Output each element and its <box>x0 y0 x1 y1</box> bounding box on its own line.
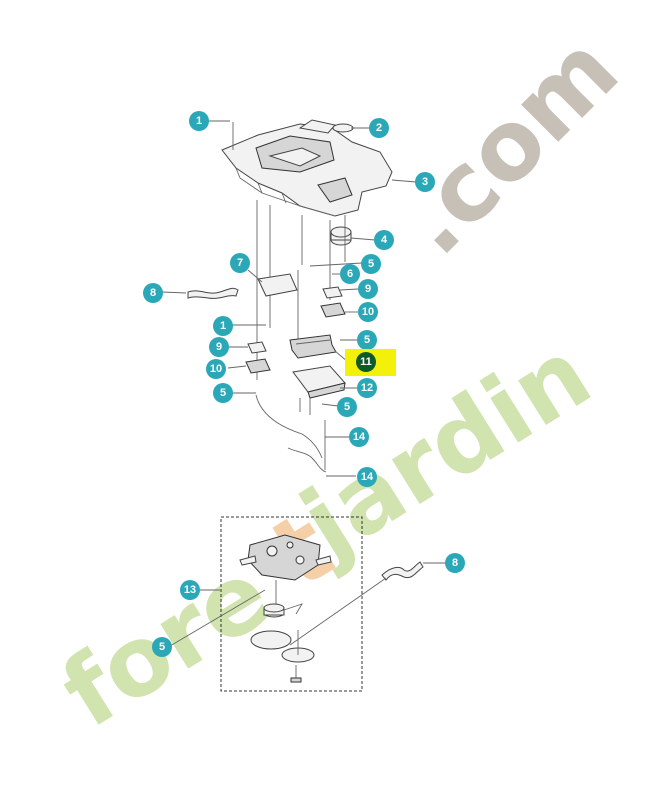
callout-10-left: 10 <box>206 359 226 379</box>
svg-text:5: 5 <box>364 334 370 346</box>
cable-lower <box>381 561 424 581</box>
callout-5-e: 5 <box>152 637 172 657</box>
svg-text:5: 5 <box>368 258 374 270</box>
motor-part <box>263 603 285 618</box>
callout-7: 7 <box>230 253 250 273</box>
callout-3: 3 <box>415 172 435 192</box>
blade-deck-part <box>239 534 332 581</box>
bracket-left <box>245 341 271 374</box>
callout-4: 4 <box>374 230 394 250</box>
svg-text:8: 8 <box>150 287 156 299</box>
plate-part <box>257 273 298 297</box>
svg-text:11: 11 <box>360 356 372 368</box>
callout-1-mid: 1 <box>213 316 233 336</box>
svg-text:7: 7 <box>237 257 243 269</box>
callout-13: 13 <box>180 580 200 600</box>
callout-5-c: 5 <box>357 330 377 350</box>
svg-text:jardin: jardin <box>279 318 609 582</box>
callout-11-highlighted: 11 <box>345 349 396 376</box>
callout-5-a: 5 <box>361 254 381 274</box>
svg-text:.com: .com <box>377 14 640 277</box>
sensor-bar-part <box>289 334 337 359</box>
svg-text:2: 2 <box>376 122 382 134</box>
svg-text:13: 13 <box>184 584 196 596</box>
callout-8-bottom: 8 <box>445 553 465 573</box>
svg-text:4: 4 <box>381 234 388 246</box>
svg-text:14: 14 <box>361 471 374 483</box>
callout-14-a: 14 <box>349 427 369 447</box>
cable-upper <box>187 287 239 299</box>
svg-text:9: 9 <box>365 283 371 295</box>
callout-5-d: 5 <box>337 397 357 417</box>
svg-text:5: 5 <box>159 641 165 653</box>
svg-text:5: 5 <box>220 387 226 399</box>
callout-6: 6 <box>340 264 360 284</box>
bracket-right <box>320 286 346 318</box>
callout-2: 2 <box>369 118 389 138</box>
callout-8-top: 8 <box>143 283 163 303</box>
svg-text:9: 9 <box>216 341 222 353</box>
callout-9-right: 9 <box>358 279 378 299</box>
callout-10-right: 10 <box>358 302 378 322</box>
svg-text:10: 10 <box>362 306 374 318</box>
svg-text:14: 14 <box>353 431 366 443</box>
callout-9-left: 9 <box>209 337 229 357</box>
callout-14-b: 14 <box>357 467 377 487</box>
callout-12: 12 <box>357 378 377 398</box>
blade-disc-part <box>250 630 292 650</box>
blade-hub-part <box>281 630 315 663</box>
callout-5-b: 5 <box>213 383 233 403</box>
svg-text:6: 6 <box>347 268 353 280</box>
svg-text:1: 1 <box>196 115 202 127</box>
callout-1-top: 1 <box>189 111 209 131</box>
svg-text:1: 1 <box>220 320 226 332</box>
svg-text:12: 12 <box>361 382 373 394</box>
svg-text:5: 5 <box>344 401 350 413</box>
svg-text:3: 3 <box>422 176 428 188</box>
blade-assembly-frame <box>220 516 363 692</box>
chassis-body <box>221 119 393 217</box>
svg-text:8: 8 <box>452 557 458 569</box>
cap-part <box>332 123 354 133</box>
knob-part <box>330 226 352 246</box>
svg-text:10: 10 <box>210 363 222 375</box>
